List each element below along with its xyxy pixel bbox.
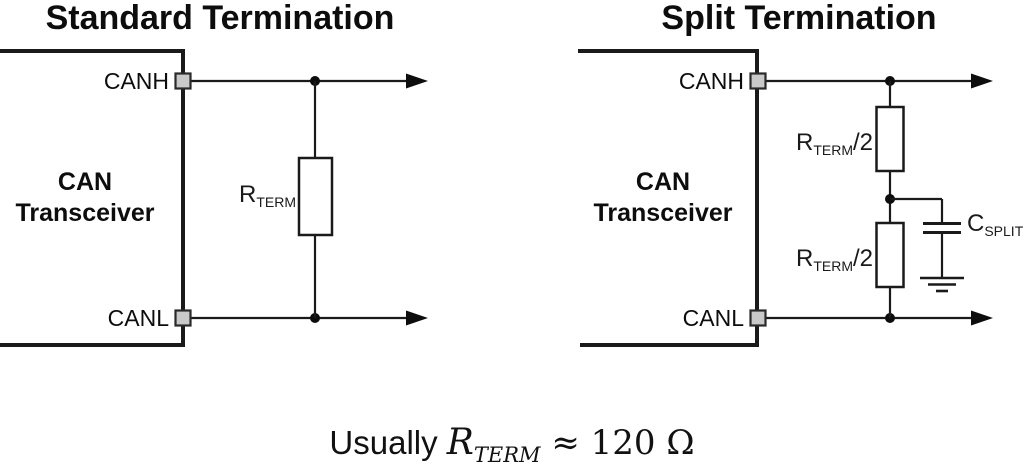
rterm-value-note: Usually RTERM ≈ 120 Ω <box>329 422 694 467</box>
title-standard-termination: Standard Termination <box>46 0 395 37</box>
transceiver-label-line1: CAN <box>58 168 112 196</box>
title-split-termination: Split Termination <box>661 0 936 37</box>
canh-pin <box>174 72 192 90</box>
rterm-label: RTERM <box>239 181 296 210</box>
canl-pin <box>749 309 767 327</box>
csplit-label: CSPLIT <box>967 210 1024 239</box>
transceiver-label-line2: Transceiver <box>16 199 155 227</box>
transceiver-label-line2: Transceiver <box>594 199 733 227</box>
canh-pin-label: CANH <box>679 68 744 94</box>
transceiver-box-outline <box>578 49 759 347</box>
rterm2-top-label: RTERM/2 <box>796 129 873 158</box>
canl-arrow-icon <box>971 310 993 326</box>
canh-arrow-icon <box>971 73 993 89</box>
rterm2-bottom-label: RTERM/2 <box>796 245 873 274</box>
rterm2-top-resistor-body <box>875 105 905 173</box>
canl-pin <box>174 309 192 327</box>
canh-pin <box>749 72 767 90</box>
transceiver-box-outline <box>0 49 185 347</box>
rterm-resistor-body <box>297 156 334 237</box>
canh-pin-label: CANH <box>104 68 169 94</box>
standard-termination-schematic: CAN Transceiver CANH CANL RTERM <box>0 49 428 347</box>
canl-arrow-icon <box>406 310 428 326</box>
canl-pin-label: CANL <box>108 305 170 331</box>
transceiver-label-line1: CAN <box>636 168 690 196</box>
canh-arrow-icon <box>406 73 428 89</box>
canl-pin-label: CANL <box>683 305 745 331</box>
rterm2-bottom-resistor-body <box>875 221 905 289</box>
split-termination-schematic: CAN Transceiver CANH CANL RTERM/2 <box>578 49 1024 347</box>
ground-icon <box>920 276 964 293</box>
